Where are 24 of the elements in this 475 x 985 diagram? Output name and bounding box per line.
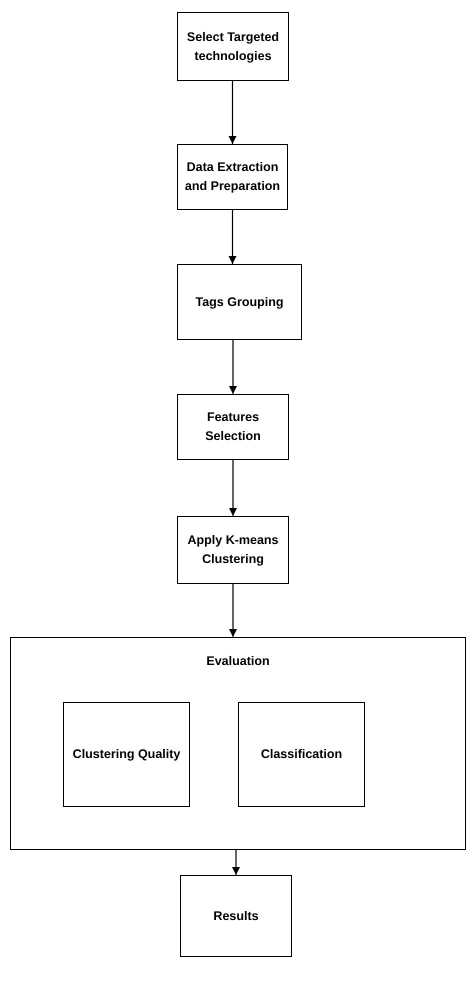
arrow (228, 81, 236, 144)
process-box (177, 264, 302, 340)
process-box (63, 702, 190, 807)
box-label: Apply K-means Clustering (186, 532, 280, 568)
process-box (177, 516, 289, 584)
box-label: Select Targeted technologies (186, 28, 280, 65)
process-box (177, 144, 288, 210)
process-box (238, 702, 365, 807)
process-box (180, 875, 292, 957)
arrow (229, 584, 237, 637)
group-box (10, 637, 466, 850)
process-box (177, 394, 289, 460)
box-label: Features Selection (204, 409, 262, 445)
box-label: Classification (260, 746, 342, 764)
box-label: Results (213, 908, 259, 925)
group-heading: Evaluation (206, 653, 270, 670)
process-box (177, 12, 289, 81)
box-label: Clustering Quality (72, 746, 180, 764)
arrow (228, 210, 236, 264)
arrow (229, 460, 237, 516)
box-label: Data Extraction and Preparation (184, 159, 282, 195)
box-label: Tags Grouping (196, 294, 284, 311)
arrow (232, 850, 240, 875)
arrow (229, 340, 237, 394)
